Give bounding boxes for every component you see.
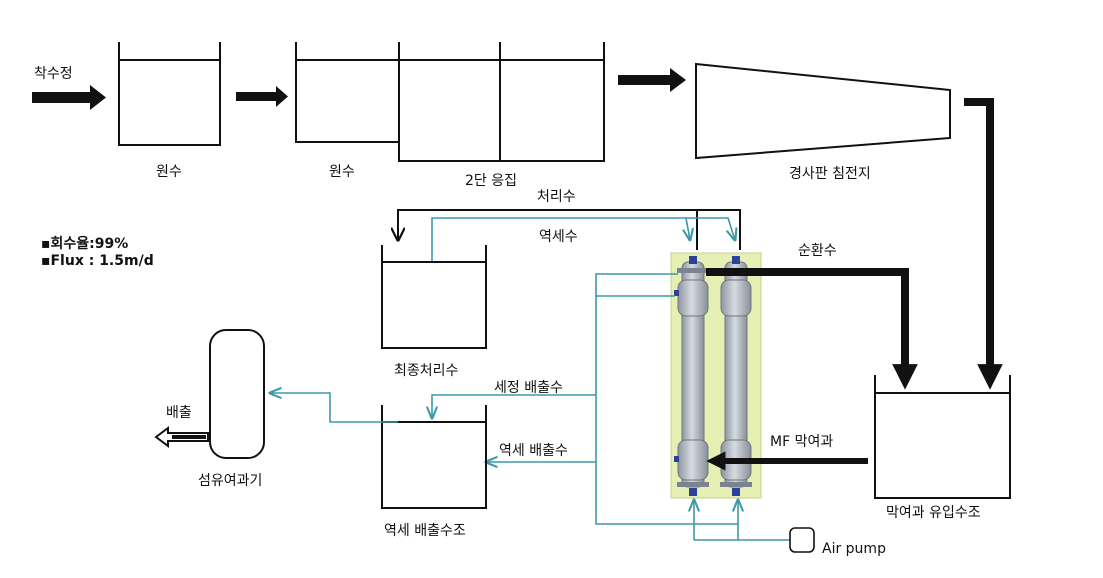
air-pump-branch [693, 524, 739, 540]
label-flux: ▪Flux : 1.5m/d [41, 253, 154, 269]
wash-discharge-line [432, 295, 675, 418]
mf-membrane-module [670, 252, 762, 499]
flow-arrow-coag-to-settler [618, 68, 686, 92]
label-backwash-discharge: 역세 배출수 [499, 443, 568, 459]
label-intake: 착수정 [34, 66, 73, 82]
final-treated-tank [381, 245, 487, 349]
membrane-feed-tank [874, 375, 1011, 499]
settler-tank [695, 62, 951, 160]
label-settler: 경사판 침전지 [789, 166, 871, 182]
discharge-arrow [154, 426, 209, 448]
label-raw-water-2: 원수 [329, 164, 355, 180]
label-treated-water: 처리수 [537, 189, 576, 205]
label-final-treated: 최종처리수 [394, 363, 459, 379]
backwash-discharge-tank [381, 405, 487, 509]
label-wash-discharge: 세정 배출수 [494, 380, 563, 396]
raw-water-tank-1 [118, 42, 221, 146]
settler-outlet-pipe [964, 98, 1003, 390]
to-fiber-filter-line [270, 393, 398, 423]
label-raw-water-1: 원수 [156, 164, 182, 180]
backwash-line-2 [686, 217, 690, 240]
label-recovery: ▪회수율:99% [41, 236, 129, 252]
backwash-line [431, 217, 735, 262]
raw-water-tank-2 [295, 42, 399, 143]
label-backwash-water: 역세수 [539, 229, 578, 245]
label-discharge: 배출 [166, 405, 192, 421]
circulation-line [706, 268, 918, 390]
label-coagulation: 2단 응집 [465, 173, 517, 189]
fiber-filter [209, 329, 265, 459]
intake-arrow [32, 85, 106, 110]
label-backwash-discharge-tank: 역세 배출수조 [384, 523, 466, 539]
flow-arrow-raw-to-coag [236, 86, 288, 107]
label-mf-filtration: MF 막여과 [770, 434, 834, 450]
air-line [595, 273, 738, 525]
label-air-pump: Air pump [822, 541, 886, 557]
air-pump [789, 527, 815, 553]
label-fiber-filter: 섬유여과기 [198, 473, 263, 489]
treated-water-line [398, 209, 741, 250]
label-circulation: 순환수 [798, 243, 837, 259]
coagulation-tanks [398, 42, 605, 162]
label-membrane-feed-tank: 막여과 유입수조 [886, 505, 981, 521]
